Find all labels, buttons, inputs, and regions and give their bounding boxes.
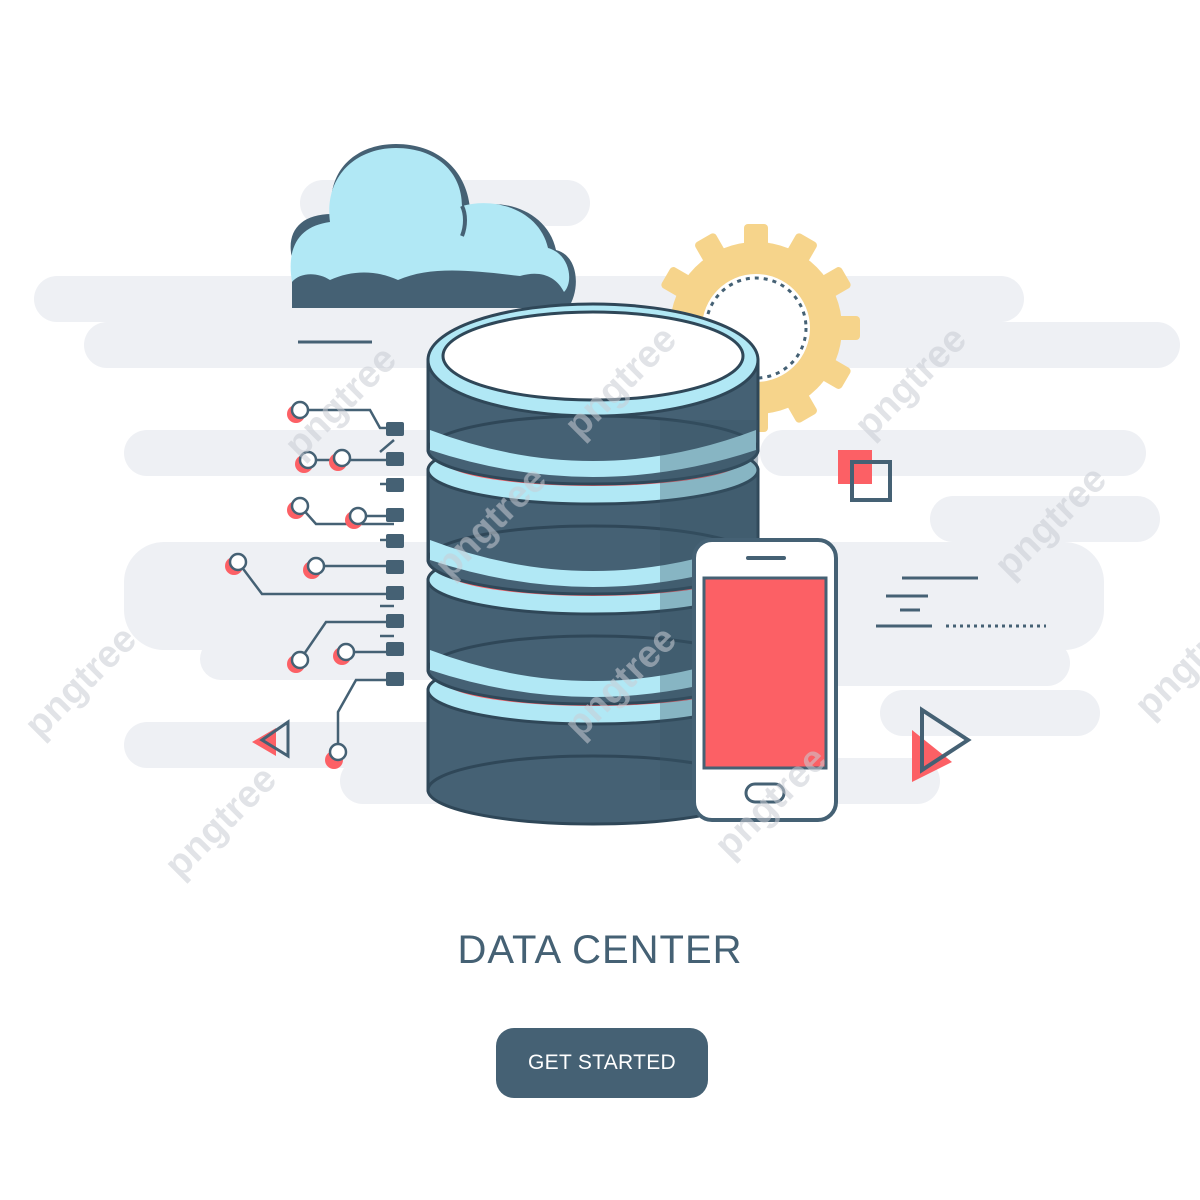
play-triangle-icon: [912, 706, 972, 782]
svg-text:pngtree: pngtree: [1127, 598, 1200, 726]
square-icon: [838, 450, 892, 502]
smartphone-icon: [692, 538, 838, 822]
circuit-icon: [225, 400, 404, 769]
get-started-button[interactable]: GET STARTED: [496, 1028, 708, 1098]
svg-text:pngtree: pngtree: [17, 618, 145, 746]
cloud-icon: [290, 144, 576, 308]
dash-lines-right: [876, 576, 1046, 628]
rewind-triangle-icon: [252, 719, 290, 759]
svg-text:pngtree: pngtree: [157, 758, 285, 886]
page-title: DATA CENTER: [457, 928, 743, 972]
